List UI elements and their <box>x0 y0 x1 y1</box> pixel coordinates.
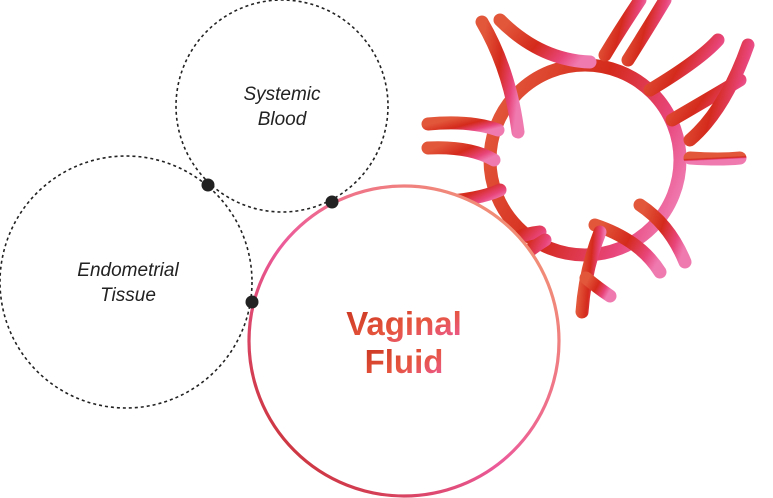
endometrial-tissue-circle <box>0 155 253 409</box>
junction-dot-tissue-fluid <box>245 295 259 309</box>
endometrial-tissue-label-line1: Endometrial <box>77 260 179 281</box>
vaginal-fluid-circle <box>247 184 561 498</box>
junction-dot-blood-fluid <box>325 195 339 209</box>
systemic-blood-label-line2: Blood <box>258 109 308 130</box>
vaginal-fluid-node: Vaginal Fluid <box>247 184 561 498</box>
systemic-blood-label-line1: Systemic <box>243 84 321 105</box>
systemic-blood-node: Systemic Blood <box>175 0 389 213</box>
endometrial-tissue-node: Endometrial Tissue <box>0 155 253 409</box>
vaginal-fluid-label-line2: Fluid <box>365 343 444 380</box>
endometrial-tissue-label-line2: Tissue <box>100 285 156 306</box>
vaginal-fluid-label-line1: Vaginal <box>346 305 462 342</box>
systemic-blood-circle <box>175 0 389 213</box>
junction-dot-blood-tissue <box>201 178 215 192</box>
